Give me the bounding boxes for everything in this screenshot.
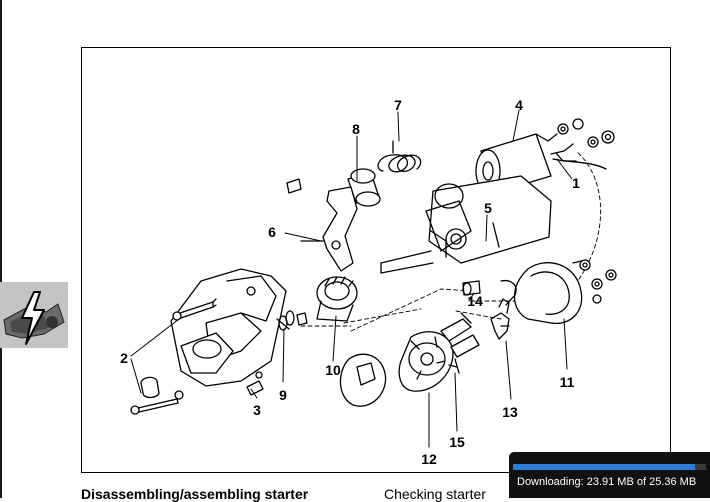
cover-cap-part <box>513 259 617 324</box>
callout-9: 9 <box>279 387 287 403</box>
engaging-lever-part <box>300 186 358 272</box>
exploded-diagram-frame: 1 2 3 4 5 6 7 8 9 10 11 12 13 14 15 <box>81 47 671 473</box>
brushes-part <box>440 312 480 374</box>
download-status-text: Downloading: 23.91 MB of 25.36 MB <box>517 476 697 488</box>
bushing-part <box>462 280 481 296</box>
callout-15: 15 <box>449 434 465 450</box>
through-bolts-part <box>130 298 217 415</box>
lightning-electrical-icon <box>0 282 68 348</box>
caption-disassembling-assembling-starter: Disassembling/assembling starter <box>81 486 309 502</box>
callout-12: 12 <box>421 451 437 467</box>
end-frame-part <box>170 268 287 396</box>
download-progress-bar <box>513 464 706 470</box>
callout-11: 11 <box>559 374 575 390</box>
callout-5: 5 <box>484 200 492 216</box>
callout-leaders <box>130 109 573 448</box>
callout-14: 14 <box>467 293 483 309</box>
download-progress-toast[interactable]: Downloading: 23.91 MB of 25.36 MB <box>509 452 710 498</box>
callout-13: 13 <box>502 404 518 420</box>
callout-3: 3 <box>253 402 261 418</box>
caption-checking-starter: Checking starter <box>384 486 486 502</box>
callout-10: 10 <box>325 362 341 378</box>
brush-holder-part <box>339 331 454 407</box>
plunger-part <box>286 168 381 207</box>
drive-end-housing-part <box>380 175 552 274</box>
starter-exploded-diagram <box>130 109 617 448</box>
callout-1: 1 <box>572 175 580 191</box>
callout-7: 7 <box>394 97 402 113</box>
spring-part <box>377 140 422 173</box>
callout-2: 2 <box>120 350 128 366</box>
pinion-part <box>285 276 358 326</box>
callout-8: 8 <box>352 121 360 137</box>
page-left-edge <box>0 0 2 498</box>
spring-clip-part <box>490 279 517 340</box>
washer-part <box>276 315 290 331</box>
callout-4: 4 <box>515 97 523 113</box>
callout-6: 6 <box>268 224 276 240</box>
download-progress-fill <box>513 464 695 470</box>
